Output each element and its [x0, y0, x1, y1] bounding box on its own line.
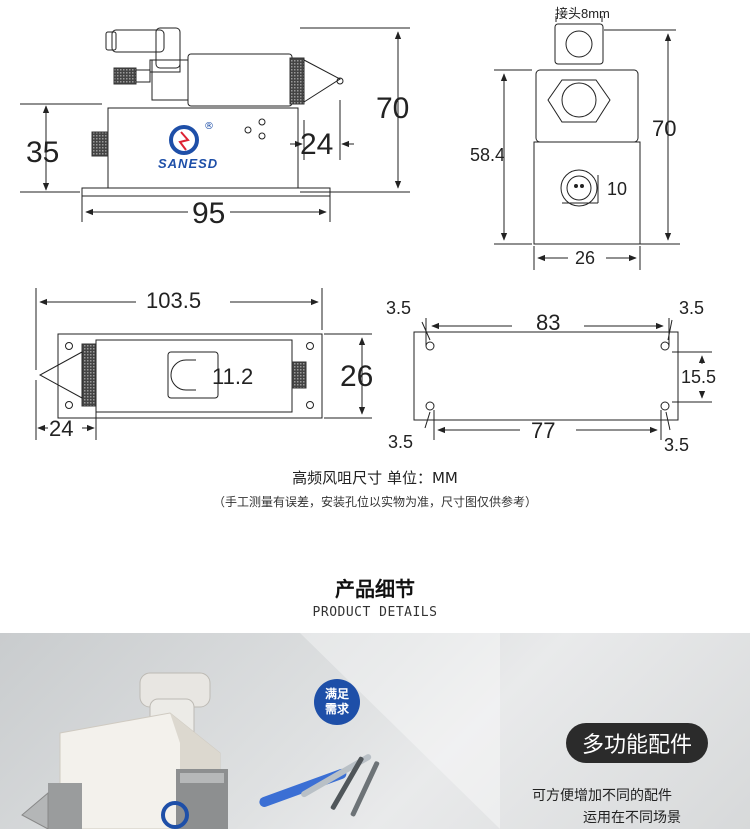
dim-plate-top-right-offset: 3.5 — [679, 298, 705, 318]
dim-top-width: 26 — [340, 360, 374, 393]
dim-plate-bottom-right-offset: 3.5 — [664, 435, 690, 455]
feature-title-pill: 多功能配件 — [566, 723, 709, 763]
feature-desc-line1: 可方便增加不同的配件 — [532, 788, 672, 804]
product-detail-banner: 满足 需求 多功能配件 可方便增加不同的配件 运用在不同场景 — [0, 633, 750, 829]
section-title: 产品细节 — [335, 577, 415, 601]
mount-plate — [413, 318, 712, 440]
dim-plate-bottom-left-offset: 3.5 — [388, 432, 414, 452]
section-subtitle: PRODUCT DETAILS — [312, 605, 438, 620]
technical-drawing — [20, 16, 712, 440]
top-view — [35, 288, 372, 440]
dim-side-nozzle-length: 24 — [300, 128, 334, 161]
drawing-note: （手工测量有误差，安装孔位以实物为准，尺寸图仅供参考） — [212, 495, 537, 509]
dim-top-overall-length: 103.5 — [146, 288, 202, 313]
dim-front-height-total: 70 — [652, 116, 677, 141]
dim-front-width: 26 — [575, 248, 596, 268]
dim-plate-vertical-spacing: 15.5 — [681, 367, 717, 387]
dim-side-height-base: 35 — [26, 136, 60, 169]
dim-side-height-total: 70 — [376, 92, 410, 125]
brand-logo-text: SANESD — [158, 156, 219, 171]
dim-plate-top-spacing: 83 — [536, 310, 561, 335]
dim-side-length: 95 — [192, 197, 226, 230]
dim-front-connector-label: 接头8mm — [555, 6, 610, 21]
banner-diagonal-shade — [300, 633, 500, 829]
feature-desc-line2: 运用在不同场景 — [583, 810, 681, 826]
drawing-caption: 高频风咀尺寸 单位：MM — [292, 469, 458, 487]
dim-plate-top-left-offset: 3.5 — [386, 298, 412, 318]
badge-line1: 满足 — [324, 687, 349, 701]
product-photo — [21, 672, 380, 829]
badge-line2: 需求 — [324, 702, 349, 716]
registered-mark: ® — [204, 121, 214, 132]
dim-plate-bottom-spacing: 77 — [531, 418, 556, 443]
side-view — [20, 27, 410, 222]
dim-top-nozzle-length: 24 — [49, 416, 74, 441]
badge-meet-needs: 满足 需求 — [314, 679, 360, 725]
dim-front-port-diameter: 10 — [607, 179, 628, 199]
front-view — [494, 16, 680, 270]
dim-front-height: 58.4 — [470, 145, 506, 165]
dim-top-slot: 11.2 — [212, 364, 254, 389]
